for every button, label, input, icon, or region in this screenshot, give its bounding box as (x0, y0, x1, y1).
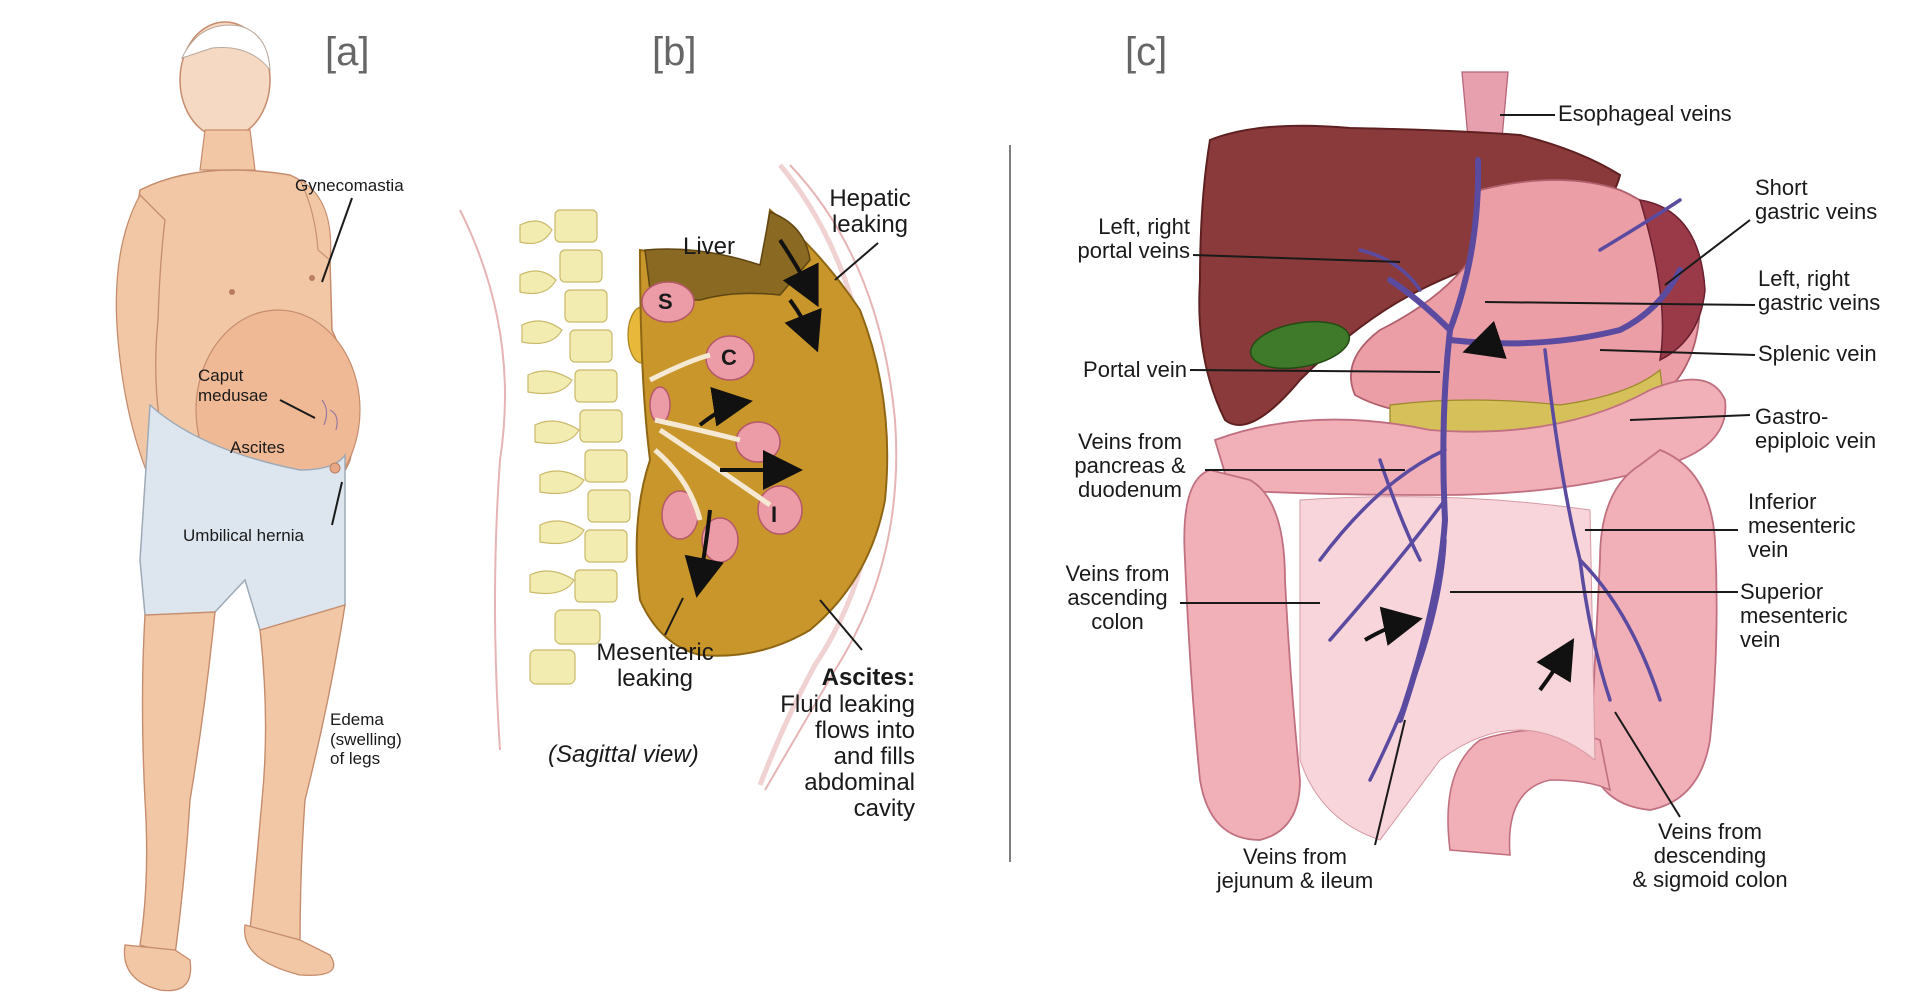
panel-c-figure (1183, 71, 1727, 856)
label-veins-jejunum: Veins from jejunum & ileum (1216, 844, 1374, 893)
label-left-right-portal-veins: Left, right portal veins (1077, 214, 1190, 263)
label-c: C (721, 345, 737, 370)
label-portal-vein: Portal vein (1083, 357, 1187, 382)
label-hepatic-leaking: Hepatic leaking (829, 185, 911, 238)
label-veins-ascending-colon: Veins from ascending colon (1065, 561, 1170, 634)
label-short-gastric-veins: Short gastric veins (1755, 175, 1878, 224)
label-ascites-title: Ascites: (821, 664, 915, 691)
label-veins-descending: Veins from descending & sigmoid colon (1632, 819, 1788, 892)
label-i: I (771, 502, 778, 527)
label-gynecomastia: Gynecomastia (295, 176, 404, 195)
label-caput-medusae: Caput medusae (198, 366, 268, 405)
label-superior-mesenteric-vein: Superior mesenteric vein (1740, 579, 1848, 652)
label-ascites-a: Ascites (230, 438, 285, 457)
panel-c-letter: [c] (1125, 30, 1168, 74)
label-gastroepiploic-vein: Gastro- epiploic vein (1755, 404, 1877, 453)
label-mesenteric-leaking: Mesenteric leaking (596, 639, 714, 692)
label-liver: Liver (683, 233, 736, 260)
panel-b-letter: [b] (652, 30, 697, 74)
panel-b-figure (459, 163, 898, 791)
label-edema: Edema (swelling) of legs (330, 710, 402, 769)
label-sagittal-view: (Sagittal view) (548, 741, 699, 768)
label-ascites-desc: Fluid leaking flows into and fills abdom… (780, 691, 915, 822)
label-left-right-gastric-veins: Left, right gastric veins (1758, 266, 1881, 315)
label-esophageal-veins: Esophageal veins (1558, 101, 1732, 126)
panel-a-leaders (279, 197, 353, 526)
panel-c-leaders (1180, 114, 1756, 846)
label-s: S (658, 289, 673, 314)
label-splenic-vein: Splenic vein (1758, 341, 1877, 366)
label-umbilical-hernia: Umbilical hernia (183, 526, 304, 545)
panel-a-letter: [a] (325, 30, 370, 74)
label-inferior-mesenteric-vein: Inferior mesenteric vein (1748, 489, 1856, 562)
label-veins-pancreas: Veins from pancreas & duodenum (1074, 429, 1186, 502)
panel-b-leaders (664, 242, 879, 651)
panel-a-figure (115, 21, 361, 992)
